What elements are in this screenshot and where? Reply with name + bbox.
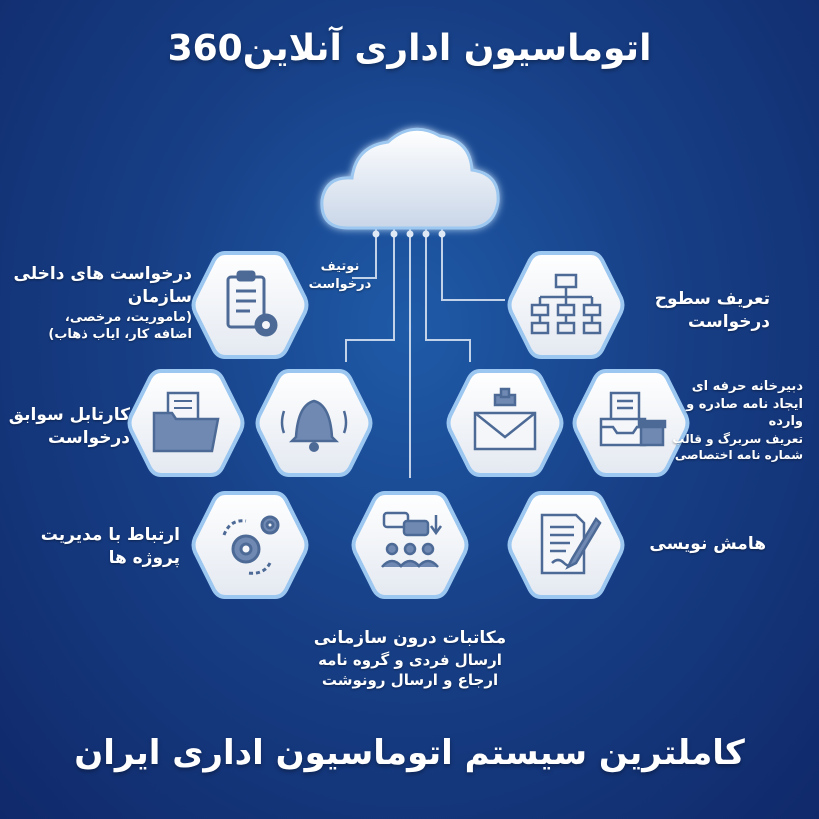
label-line: نوتیف [320,259,360,274]
hex-hamesh [507,491,625,599]
hex-request-levels [507,251,625,359]
label-line: کارتابل سوابق [8,405,130,425]
footer-tagline: کاملترین سیستم اتوماسیون اداری ایران [74,733,745,773]
label-line: ایجاد نامه صادره و [686,396,803,412]
inbox-box-icon [599,391,667,447]
label-line: وارده [768,414,803,430]
document-pen-icon [540,513,602,575]
label-line: درخواست [48,427,130,448]
hex-secretariat [572,369,690,477]
folder-icon [152,391,220,453]
hex-project-mgmt [191,491,309,599]
label-correspondence: مکاتبات درون سازمانی ارسال فردی و گروه ن… [300,627,520,690]
label-hamesh: هامش نویسی [636,533,766,556]
bell-icon [280,399,348,452]
label-cartable: کارتابل سوابق درخواست [8,404,130,450]
hex-cartable [127,369,245,477]
label-line: ارجاع و ارسال رونوشت [321,671,499,690]
hierarchy-icon [530,273,602,335]
label-line: ارتباط با مدیریت [40,525,180,545]
label-line: (ماموریت، مرخصی، [64,309,192,325]
label-request-levels: تعریف سطوح درخواست [640,288,770,334]
page-title: اتوماسیون اداری آنلاین360 [167,28,652,69]
clipboard-gear-icon [226,270,278,337]
connector-lines [345,228,505,478]
hex-correspondence [351,491,469,599]
label-line: سازمان [127,286,192,307]
hex-envelope [446,369,564,477]
label-internal-requests: درخواست های داخلی سازمان (ماموریت، مرخصی… [13,263,193,344]
label-line: دبیرخانه حرفه ای [691,379,803,394]
gears-cycle-icon [222,515,280,575]
label-line: تعریف سطوح [654,289,770,309]
label-line: تعریف سربرگ و قالب [672,431,803,446]
label-line: شماره نامه اختصاصی [674,447,803,462]
chat-group-icon [381,511,443,568]
label-line: درخواست [308,276,372,292]
hex-internal-requests [191,251,309,359]
label-project-mgmt: ارتباط با مدیریت پروژه ها [30,524,180,570]
label-line: درخواست [688,311,770,332]
envelope-icon [473,387,537,451]
label-line: مکاتبات درون سازمانی [313,628,507,648]
label-line: هامش نویسی [649,534,766,554]
cloud-icon [320,127,500,238]
label-line: اضافه کار، ایاب ذهاب) [48,327,192,343]
label-line: درخواست های داخلی [13,264,193,284]
label-secretariat: دبیرخانه حرفه ای ایجاد نامه صادره و وارد… [672,378,803,463]
label-line: پروژه ها [108,547,180,568]
label-line: ارسال فردی و گروه نامه [318,650,502,669]
label-notify: نوتیف درخواست [300,258,380,293]
hex-notify [255,369,373,477]
